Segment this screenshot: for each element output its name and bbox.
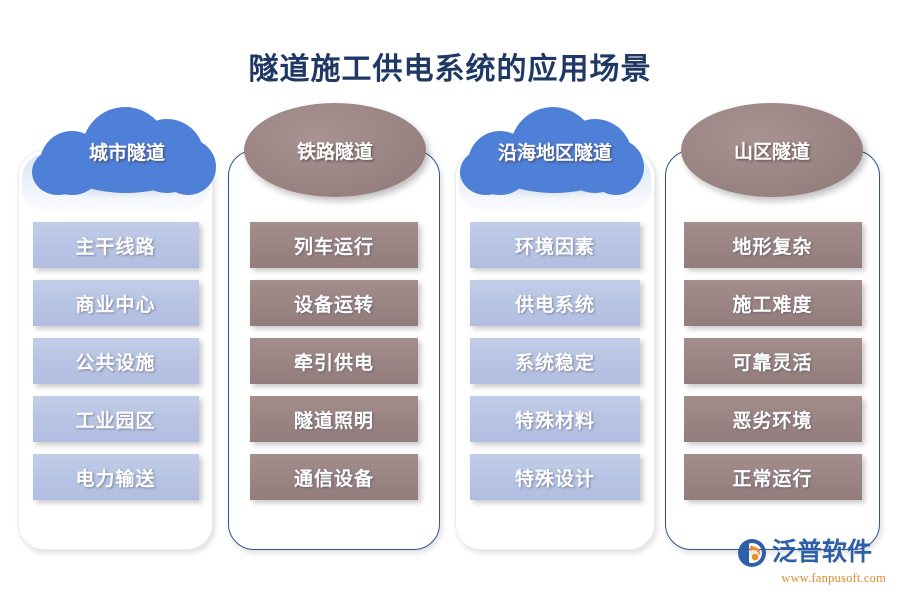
column-header-label: 沿海地区隧道	[497, 142, 612, 164]
item-box[interactable]: 供电系统	[470, 280, 640, 326]
item-list-mountain-tunnel: 地形复杂施工难度可靠灵活恶劣环境正常运行	[665, 222, 880, 512]
item-box[interactable]: 工业园区	[32, 396, 199, 442]
item-box[interactable]: 恶劣环境	[683, 396, 862, 442]
item-label: 电力输送	[75, 468, 156, 490]
item-label: 供电系统	[514, 294, 595, 316]
item-label: 公共设施	[75, 352, 156, 374]
item-label: 商业中心	[75, 294, 156, 316]
page-title: 隧道施工供电系统的应用场景	[248, 53, 652, 86]
item-label: 通信设备	[293, 468, 374, 490]
logo-text: 泛普软件	[772, 539, 873, 566]
fanpu-logo-icon	[736, 537, 768, 569]
item-label: 特殊设计	[514, 468, 595, 490]
item-label: 列车运行	[293, 236, 374, 258]
item-list-railway-tunnel: 列车运行设备运转牵引供电隧道照明通信设备	[228, 222, 440, 512]
diagram-columns: 城市隧道主干线路商业中心公共设施工业园区电力输送铁路隧道列车运行设备运转牵引供电…	[0, 103, 900, 557]
item-list-coastal-tunnel: 环境因素供电系统系统稳定特殊材料特殊设计	[455, 222, 655, 512]
column-header-label: 山区隧道	[733, 141, 810, 163]
item-box[interactable]: 正常运行	[683, 454, 862, 500]
item-box[interactable]: 特殊设计	[470, 454, 640, 500]
item-label: 主干线路	[75, 236, 156, 258]
column-railway-tunnel: 铁路隧道列车运行设备运转牵引供电隧道照明通信设备	[228, 103, 440, 550]
column-header-label: 城市隧道	[88, 142, 165, 164]
item-label: 特殊材料	[514, 410, 595, 432]
item-box[interactable]: 隧道照明	[250, 396, 418, 442]
item-label: 恶劣环境	[732, 410, 813, 432]
item-list-urban-tunnel: 主干线路商业中心公共设施工业园区电力输送	[18, 222, 213, 512]
column-header-label: 铁路隧道	[296, 141, 373, 163]
logo-url: www.fanpusoft.com	[781, 571, 886, 585]
column-mountain-tunnel: 山区隧道地形复杂施工难度可靠灵活恶劣环境正常运行	[665, 103, 880, 550]
item-box[interactable]: 地形复杂	[683, 222, 862, 268]
item-label: 隧道照明	[293, 410, 374, 432]
item-box[interactable]: 设备运转	[250, 280, 418, 326]
column-header-coastal-tunnel[interactable]: 沿海地区隧道	[460, 105, 650, 197]
column-header-urban-tunnel[interactable]: 城市隧道	[32, 105, 222, 197]
item-box[interactable]: 列车运行	[250, 222, 418, 268]
item-box[interactable]: 可靠灵活	[683, 338, 862, 384]
item-box[interactable]: 电力输送	[32, 454, 199, 500]
item-label: 正常运行	[732, 468, 813, 490]
item-box[interactable]: 通信设备	[250, 454, 418, 500]
brand-logo: 泛普软件 www.fanpusoft.com	[736, 536, 886, 588]
item-label: 可靠灵活	[732, 352, 813, 374]
item-label: 地形复杂	[732, 236, 813, 258]
item-box[interactable]: 牵引供电	[250, 338, 418, 384]
item-label: 施工难度	[732, 294, 813, 316]
item-label: 牵引供电	[293, 352, 374, 374]
item-box[interactable]: 环境因素	[470, 222, 640, 268]
item-label: 系统稳定	[514, 352, 595, 374]
item-box[interactable]: 主干线路	[32, 222, 199, 268]
item-box[interactable]: 公共设施	[32, 338, 199, 384]
item-label: 设备运转	[293, 294, 374, 316]
column-coastal-tunnel: 沿海地区隧道环境因素供电系统系统稳定特殊材料特殊设计	[455, 107, 655, 550]
item-label: 工业园区	[75, 410, 156, 432]
column-urban-tunnel: 城市隧道主干线路商业中心公共设施工业园区电力输送	[18, 107, 216, 550]
column-header-railway-tunnel[interactable]: 铁路隧道	[244, 103, 426, 197]
item-box[interactable]: 施工难度	[683, 280, 862, 326]
item-box[interactable]: 特殊材料	[470, 396, 640, 442]
logo-row: 泛普软件	[736, 536, 886, 570]
item-label: 环境因素	[514, 236, 595, 258]
item-box[interactable]: 商业中心	[32, 280, 199, 326]
item-box[interactable]: 系统稳定	[470, 338, 640, 384]
column-header-mountain-tunnel[interactable]: 山区隧道	[681, 103, 863, 197]
